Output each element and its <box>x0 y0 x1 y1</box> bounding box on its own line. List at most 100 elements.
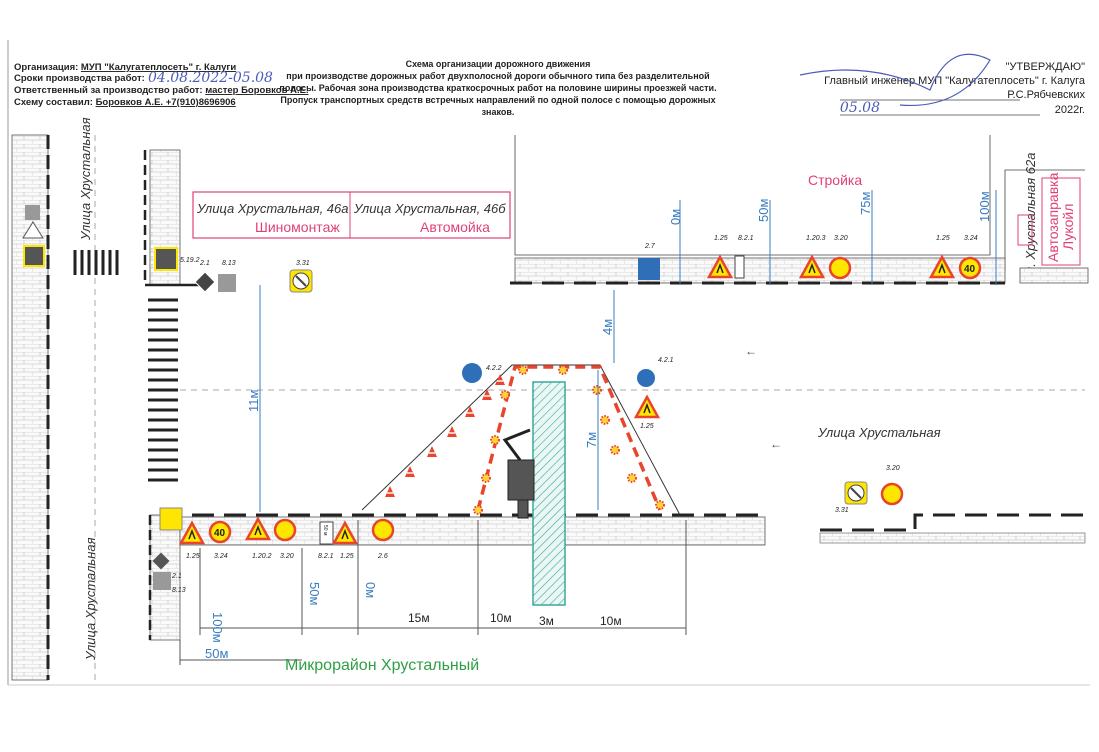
street-label-left-bottom: Улица Хрустальная <box>83 537 98 661</box>
gas-station-brand: Лукойл <box>1060 204 1076 250</box>
approval-year: 2022г. <box>1055 104 1085 116</box>
segment-label: 15м <box>408 611 430 625</box>
sign-code: 4.2.1 <box>658 357 674 364</box>
segment-label: 10м <box>490 611 512 625</box>
sign-code: 8.13 <box>222 260 236 267</box>
approval-name: Р.С.Рябчевских <box>1007 89 1085 101</box>
sign-code: 1.20.3 <box>806 235 826 242</box>
speed-limit-value: 40 <box>214 528 226 539</box>
sign-3-20 <box>880 482 904 506</box>
street-62a-label: Ул. Хрустальная 62а <box>1023 153 1038 283</box>
building1-name: Шиномонтаж <box>255 219 340 235</box>
distance-label: 100м <box>210 612 225 643</box>
district-label: Микрорайон Хрустальный <box>285 657 479 674</box>
sign-code: 3.31 <box>296 260 310 267</box>
distance-label: 0м <box>363 582 378 598</box>
building2-name: Автомойка <box>420 219 490 235</box>
sign-3-20 <box>828 256 852 280</box>
sign-2-7 <box>638 258 660 280</box>
building-46a-46b: Улица Хрустальная, 46а Шиномонтаж Улица … <box>192 191 511 239</box>
sign-code: 1.25 <box>340 553 354 560</box>
signature <box>799 53 991 107</box>
arrow-left-icon: ← <box>770 437 782 451</box>
sign-code: 2.1 <box>199 260 210 267</box>
title-line: знаков. <box>482 107 515 117</box>
sign-code: 8.13 <box>172 587 186 594</box>
segment-label: 10м <box>600 614 622 628</box>
distance-label: 100м <box>977 191 992 222</box>
org-label: Организация: <box>14 62 78 73</box>
plate-8-2-1 <box>734 255 745 279</box>
work-zone <box>361 364 681 606</box>
right-signs: 3.31 3.20 <box>835 465 904 514</box>
top-signs: 2.7 1.25 8.2.1 1.20.3 3.20 1.25 40 3.24 <box>638 235 982 280</box>
top-distance-markers: 0м 50м 75м 100м 4м 11м 7м <box>246 190 997 512</box>
distance-label: 75м <box>858 192 873 215</box>
distance-label: 50м <box>205 646 228 661</box>
excavation-pit <box>532 381 566 606</box>
responsible-label: Ответственный за производство работ: <box>14 85 203 96</box>
author-label: Схему составил: <box>14 97 93 108</box>
sign-4-2-1 <box>637 369 655 387</box>
sign-code: 1.20.2 <box>252 553 272 560</box>
warning-lights <box>473 365 665 515</box>
distance-label: 0м <box>668 209 683 225</box>
period-label: Сроки производства работ: <box>14 73 145 84</box>
sign-code: 8.2.1 <box>318 553 334 560</box>
svg-text:Ответственный за производство: Ответственный за производство работ: мас… <box>14 85 309 96</box>
approval-position: Главный инженер МУП "Калугатеплосеть" г.… <box>824 75 1086 87</box>
sign-code: 8.2.1 <box>738 235 754 242</box>
sign-4-2-2 <box>462 363 482 383</box>
building1-address: Улица Хрустальная, 46а <box>196 201 349 216</box>
zone-signs: 4.2.2 4.2.1 1.25 <box>462 357 674 430</box>
gas-station: Ул. Хрустальная 62а Автозаправка Лукойл <box>1004 153 1089 284</box>
distance-label: 50м <box>756 199 771 222</box>
construction-site: Стройка <box>514 135 991 256</box>
title-line: при производстве дорожных работ двухполо… <box>286 71 709 81</box>
street-label-right: Улица Хрустальная <box>817 425 941 440</box>
sign-code: 4.2.2 <box>486 365 502 372</box>
plate-distance: 50 м <box>322 525 328 536</box>
sign-code: 1.25 <box>714 235 728 242</box>
sign-code: 1.25 <box>936 235 950 242</box>
street-label-left-top: Улица Хрустальная <box>78 117 93 241</box>
sign-code: 3.20 <box>886 465 900 472</box>
speed-limit-value: 40 <box>964 264 976 275</box>
crosswalk <box>148 298 178 482</box>
top-left-signs: 5.19.2 2.1 8.13 3.31 <box>22 205 313 293</box>
sign-code: 3.20 <box>280 553 294 560</box>
zone-depth-7m: 7м <box>584 432 599 448</box>
author-value: Боровков А.Е. +7(910)8696906 <box>96 97 236 108</box>
sign-code: 2.7 <box>644 243 656 250</box>
crosswalk <box>73 250 119 275</box>
sign-code: 3.24 <box>214 553 228 560</box>
sign-code: 2.1 <box>171 573 182 580</box>
header-info: Организация: МУП "Калугатеплосеть" г. Ка… <box>14 62 309 108</box>
bottom-distance-markers: 100м 50м 0м 15м 10м 3м 10м 50м Микрорайо… <box>179 520 687 674</box>
arrow-left-icon: ← <box>745 344 757 358</box>
main-road: Улица Хрустальная ← ← <box>160 257 1086 546</box>
title-line: полосы. Рабочая зона производства кратко… <box>279 83 716 93</box>
gas-station-name: Автозаправка <box>1045 172 1061 262</box>
approval-date: 05.08 <box>840 100 880 116</box>
sign-1-25 <box>634 395 660 419</box>
construction-label: Стройка <box>808 172 862 188</box>
period-value: 04.08.2022-05.08 <box>148 70 273 86</box>
sign-3-20 <box>273 518 297 542</box>
bottom-signs: 1.25 40 3.24 1.20.2 3.20 50 м 8.2.1 1.25… <box>152 507 395 594</box>
responsible-value: мастер Боровков А.Е. <box>205 85 308 96</box>
sign-2-6 <box>371 518 395 542</box>
sign-code: 1.25 <box>186 553 200 560</box>
sign-code: 3.20 <box>834 235 848 242</box>
sign-code: 1.25 <box>640 423 654 430</box>
sign-code: 2.6 <box>377 553 388 560</box>
building2-address: Улица Хрустальная, 46б <box>353 201 506 216</box>
road-width-11m: 11м <box>246 390 261 412</box>
svg-text:Организация: МУП "Калугатеплос: Организация: МУП "Калугатеплосеть" г. Ка… <box>14 62 236 73</box>
svg-text:Схему составил: Боровков А.Е.: Схему составил: Боровков А.Е. +7(910)869… <box>14 97 236 108</box>
approval-block: "УТВЕРЖДАЮ" Главный инженер МУП "Калугат… <box>799 53 1086 116</box>
distance-label: 50м <box>307 582 322 605</box>
sign-code: 3.31 <box>835 507 849 514</box>
gap-4m: 4м <box>600 319 615 335</box>
